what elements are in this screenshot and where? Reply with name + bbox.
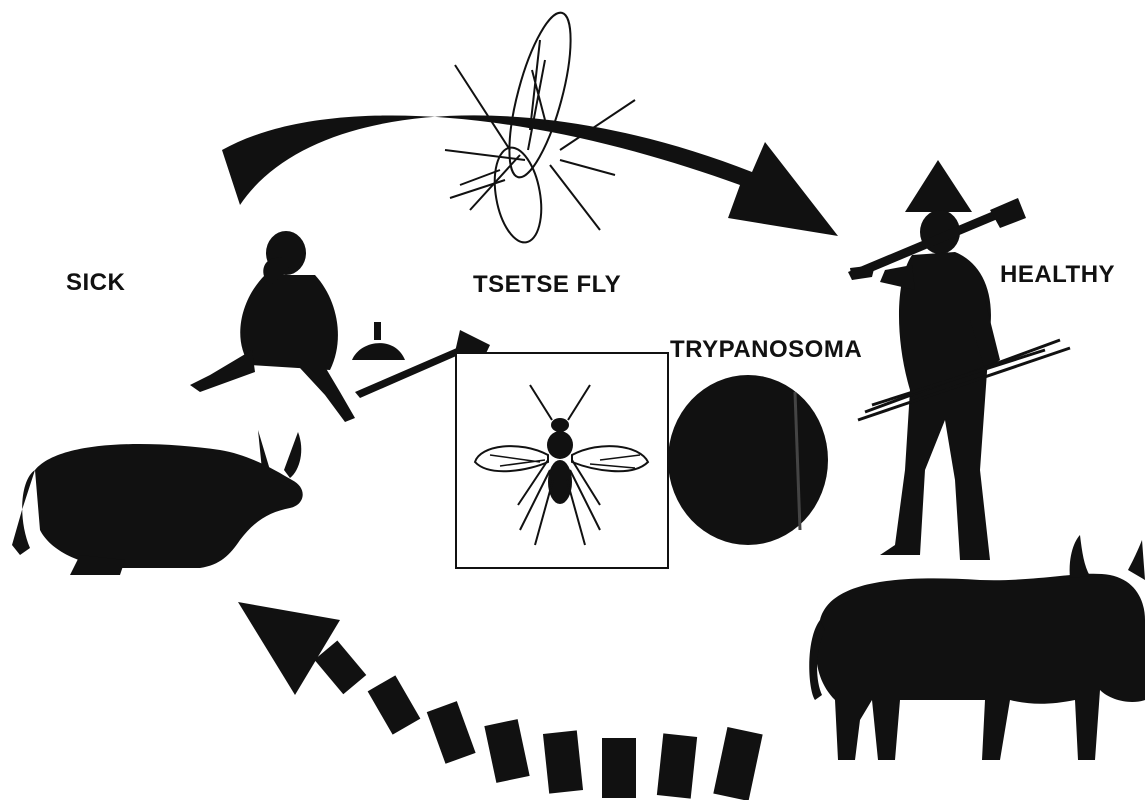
pot-icon xyxy=(352,322,405,360)
label-trypanosoma: TRYPANOSOMA xyxy=(670,336,862,363)
sick-cow-icon xyxy=(12,430,303,575)
healthy-cow-icon xyxy=(809,535,1145,760)
label-tsetse-fly: TSETSE FLY xyxy=(473,271,621,298)
trypanosoma-icon xyxy=(668,375,828,545)
label-healthy: HEALTHY xyxy=(1000,261,1115,288)
sick-person-icon xyxy=(190,231,355,422)
label-sick: SICK xyxy=(66,269,126,296)
recovery-arrow xyxy=(238,602,763,800)
infection-arrow xyxy=(222,115,838,236)
